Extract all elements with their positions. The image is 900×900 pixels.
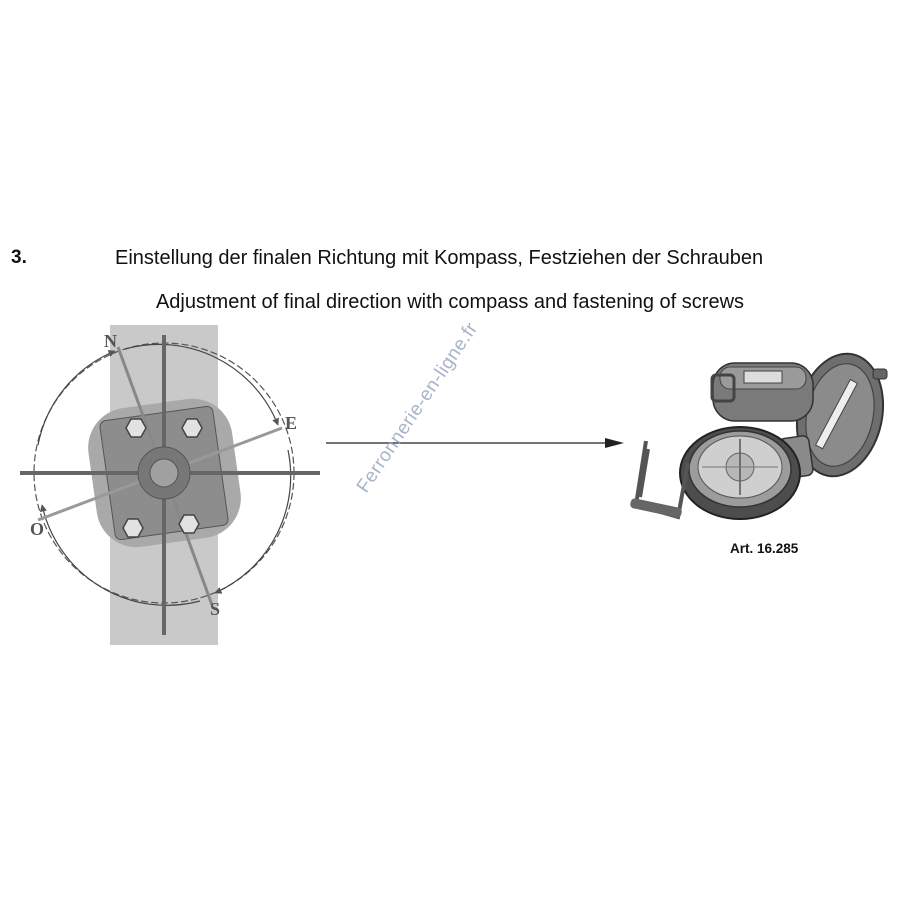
bolt-top-left	[125, 418, 147, 438]
rotation-arc-nw	[37, 350, 116, 446]
instruction-title-german: Einstellung der finalen Richtung mit Kom…	[115, 247, 764, 269]
center-hub-inner	[149, 458, 179, 488]
direction-label-north: N	[104, 331, 117, 351]
compass-mounting-diagram: N E S O	[20, 325, 320, 645]
instruction-title-english: Adjustment of final direction with compa…	[155, 291, 745, 313]
watermark-text: Ferronnerie-en-ligne.fr	[352, 318, 483, 497]
bolt-bottom-right	[178, 514, 200, 534]
direction-label-east: E	[285, 413, 297, 433]
direction-label-west: O	[30, 519, 44, 539]
article-number-label: Art. 16.285	[730, 541, 799, 556]
closed-compass	[710, 362, 814, 422]
step-number: 3.	[11, 247, 27, 268]
bolt-top-right	[181, 418, 203, 438]
compass-lid	[795, 352, 888, 478]
direction-label-south: S	[210, 599, 220, 619]
pointer-arrow	[326, 438, 624, 448]
bolt-bottom-left	[122, 518, 144, 538]
lensatic-compass-image	[630, 352, 888, 520]
rotation-arc-ne	[124, 343, 279, 426]
rotation-arc-sw	[39, 504, 201, 606]
